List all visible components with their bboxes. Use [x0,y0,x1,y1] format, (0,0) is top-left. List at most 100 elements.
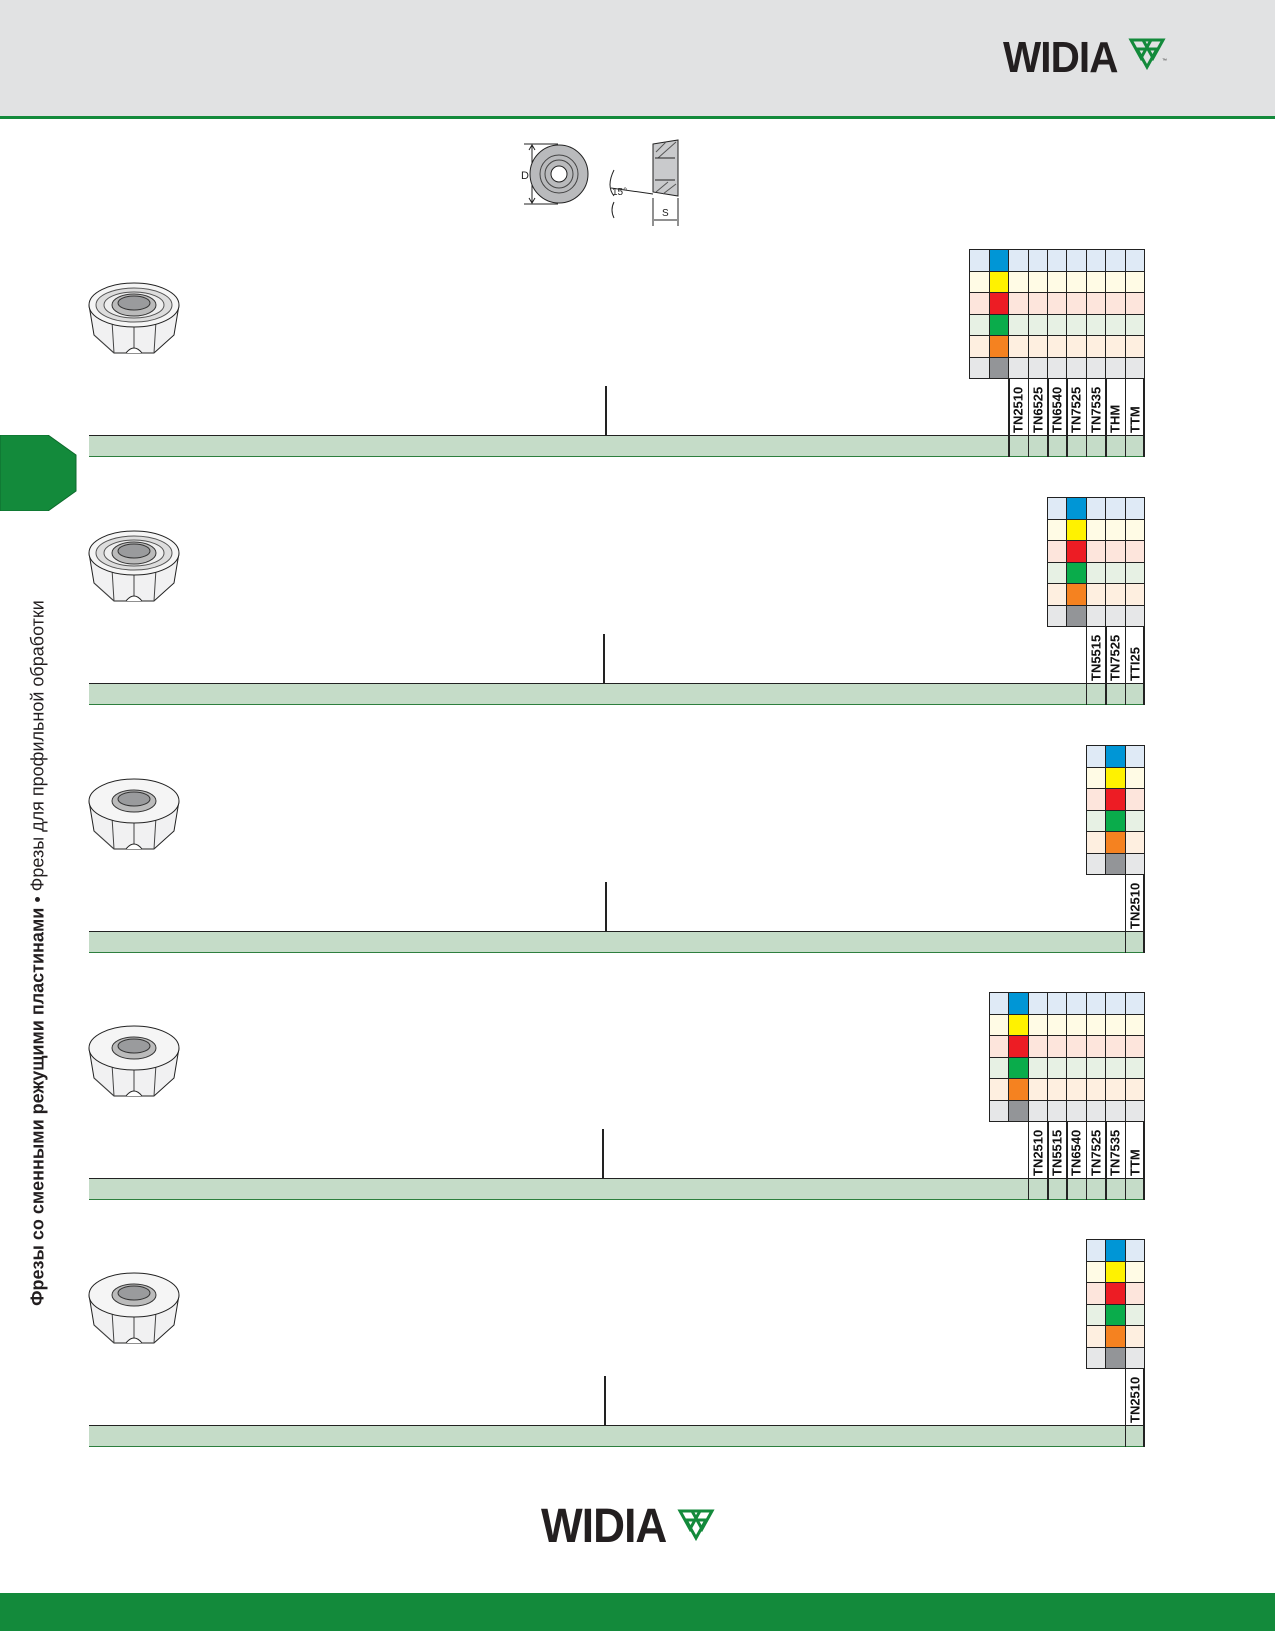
data-row-bar [89,1425,1144,1447]
grade-table-cell [1027,313,1048,336]
grade-table-cell [988,1078,1010,1101]
material-color-swatch [1105,1239,1126,1262]
insert-image [88,1025,180,1097]
grade-table-cell [1047,992,1068,1015]
grade-table-cell [1124,561,1145,584]
grade-table-cell [1105,497,1126,520]
grade-table-cell [1047,335,1068,358]
grade-table-cell [1027,1078,1048,1101]
grade-table-cell [1027,270,1048,293]
column-divider [602,1129,604,1200]
grade-table-cell [988,1013,1010,1036]
grade-table-cell [1105,1035,1126,1058]
grade-label: TN7525 [1069,386,1085,433]
insert-section: TN2510 [0,0,1275,1447]
grade-table-cell [1085,292,1107,315]
grade-table-cell [1124,992,1145,1015]
grade-table-cell [1085,1056,1107,1079]
dimension-d-label: D [521,170,529,182]
material-color-swatch [988,335,1010,358]
grade-table-cell [988,992,1010,1015]
material-color-swatch [1066,540,1087,563]
grade-column-line [1124,626,1127,705]
grade-table-cell [1124,313,1145,336]
insert-image [88,530,180,602]
grade-table-cell [1047,1078,1068,1101]
grade-table-cell [1085,1282,1107,1305]
material-color-swatch [988,313,1010,336]
grade-label: TN7525 [1107,634,1123,681]
grade-column-line [1124,378,1127,457]
grade-table-cell [1085,518,1107,541]
grade-table-cell [969,292,990,315]
grade-table-cell [1105,249,1126,272]
grade-label: TN2510 [1127,1376,1143,1423]
grade-column-line [1143,378,1145,457]
grade-table-cell [1124,1303,1145,1326]
material-color-swatch [1105,788,1126,811]
material-color-swatch [988,356,1010,379]
footer-bar [0,1593,1275,1631]
material-color-swatch [1105,1282,1126,1305]
grade-table-cell [1047,1013,1068,1036]
grade-table-cell [1105,561,1126,584]
column-divider [603,634,605,705]
material-color-swatch [988,249,1010,272]
grade-table-cell [1047,540,1068,563]
material-color-swatch [1105,831,1126,854]
grade-table-cell [1027,1099,1048,1122]
grade-table-cell [1124,1346,1145,1369]
material-color-swatch [1066,583,1087,606]
grade-table-cell [969,313,990,336]
grade-column-line [1105,626,1107,705]
grade-table-cell [1085,270,1107,293]
grade-table-cell [1105,540,1126,563]
grade-table-cell [969,356,990,379]
widia-logo: WIDIA ™ [1003,36,1168,80]
grade-table-cell [1047,1035,1068,1058]
grade-table-cell [1008,313,1029,336]
grade-table-cell [1066,335,1087,358]
grade-label: TN6540 [1069,1129,1085,1176]
grade-table-cell [1124,604,1145,627]
chapter-tab [0,435,77,511]
insert-dimension-diagram: D 15° S [521,139,679,226]
grade-table-cell [1105,335,1126,358]
grade-table-cell [988,1035,1010,1058]
grade-table-cell [1085,313,1107,336]
grade-table-cell [1124,518,1145,541]
grade-table-cell [1124,270,1145,293]
grade-column-line [1143,874,1145,953]
grade-column-line [1027,378,1030,457]
grade-table-cell [1047,313,1068,336]
grade-table-cell [1047,1056,1068,1079]
data-row-bar [89,683,1144,705]
grade-table-cell [1047,1099,1068,1122]
grade-table-cell [1027,292,1048,315]
grade-table-cell [1066,1099,1087,1122]
grade-label: TN2510 [1127,882,1143,929]
grade-table-cell [1085,788,1107,811]
grade-column-line [1143,1368,1145,1447]
grade-table-cell [1085,1035,1107,1058]
grade-table-cell [1008,270,1029,293]
grade-label: TTM [1127,406,1143,433]
grade-table-cell [1124,1282,1145,1305]
grade-table-cell [1105,604,1126,627]
grade-table-cell [1105,583,1126,606]
grade-table-cell [1085,497,1107,520]
grade-column-line [1066,378,1068,457]
material-color-swatch [1105,1303,1126,1326]
grade-column-line [1143,1121,1145,1200]
grade-table-cell [1105,1056,1126,1079]
grade-table-cell [1027,356,1048,379]
grade-column-line [1124,1368,1127,1447]
column-divider [604,1376,606,1447]
grade-table-cell [1124,583,1145,606]
grade-table-cell [1124,356,1145,379]
grade-table-cell [1066,292,1087,315]
grade-table-cell [1027,335,1048,358]
data-row-bar [89,435,1144,457]
material-color-swatch [1105,852,1126,875]
